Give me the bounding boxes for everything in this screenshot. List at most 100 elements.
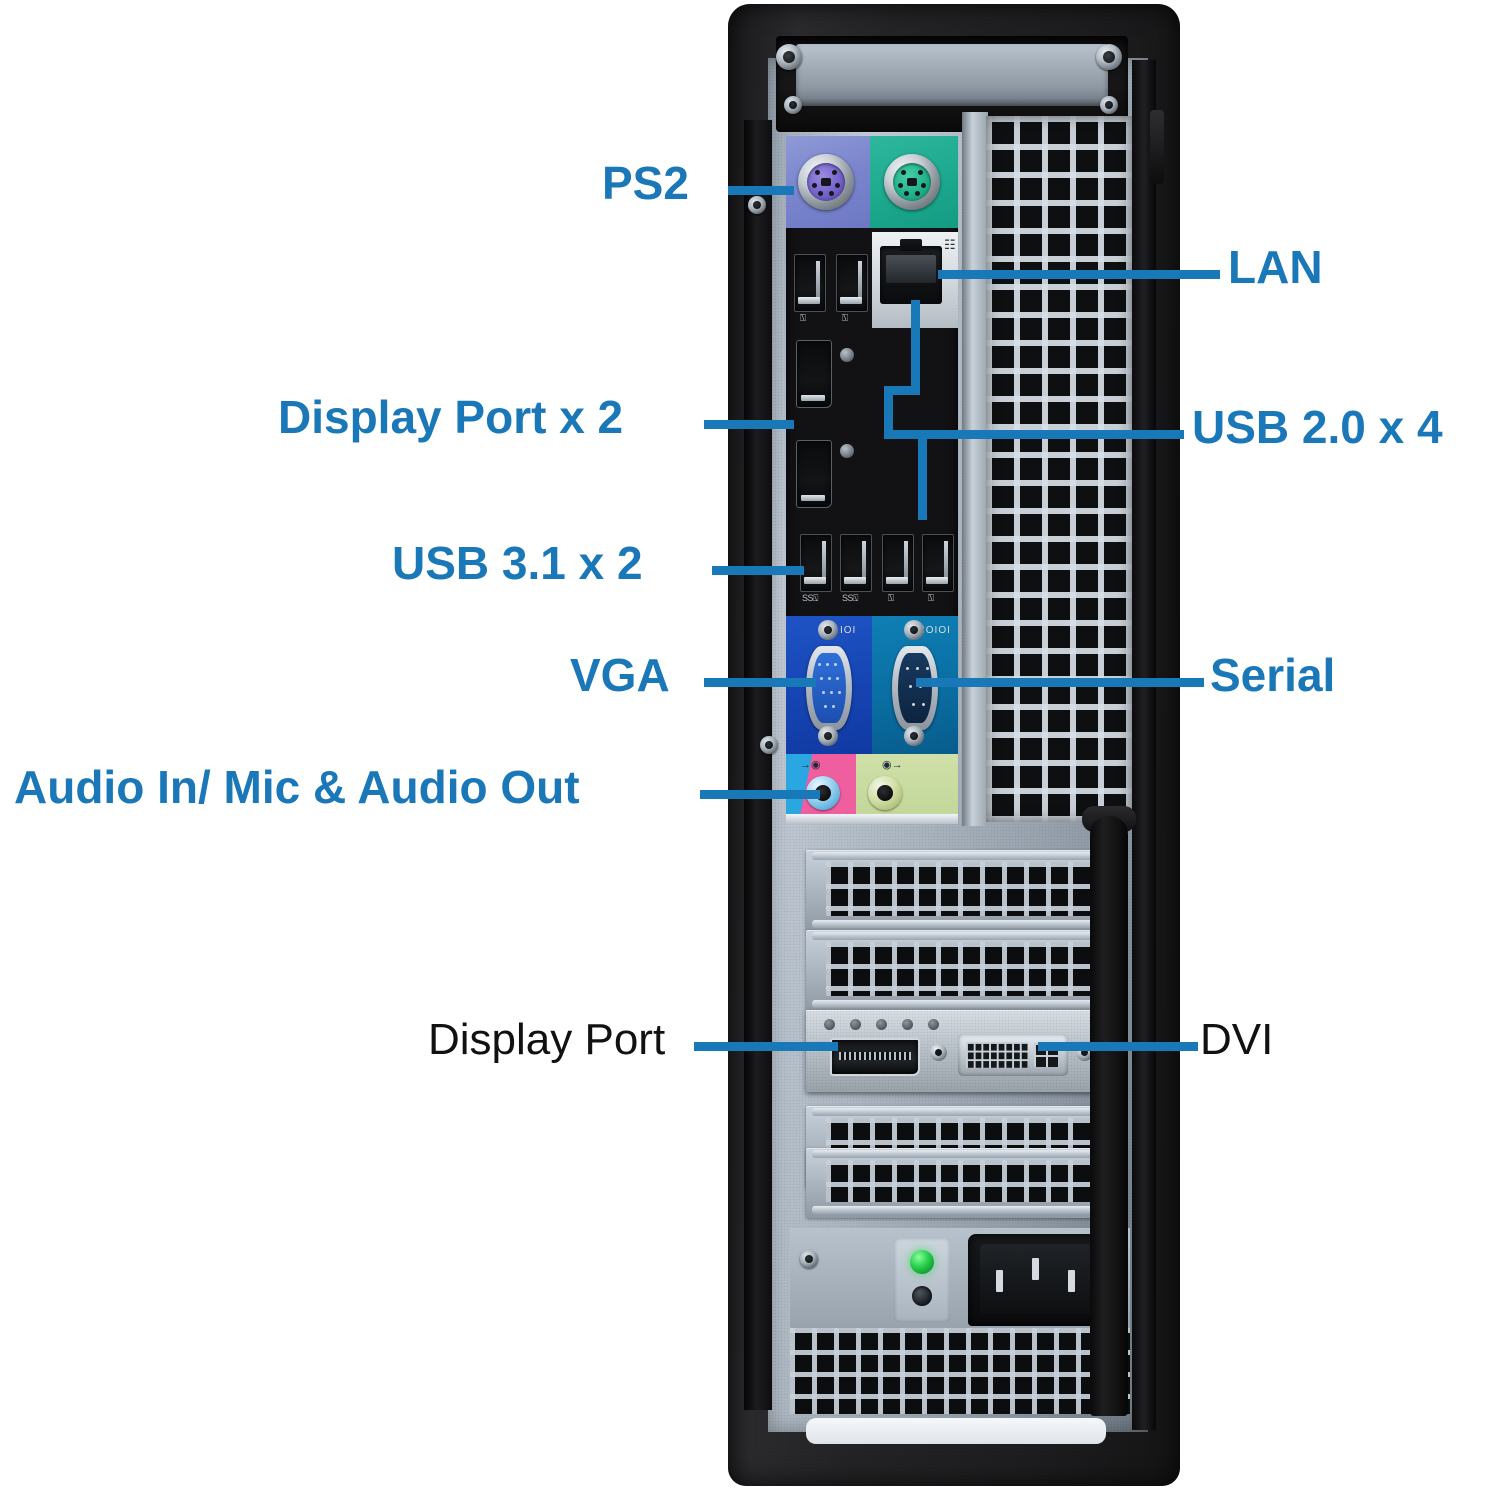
iec-cavity [980,1244,1092,1314]
usb-blade [858,261,862,301]
leader-line-displayport-x2 [704,420,794,429]
chassis-vent-mesh [986,116,1132,822]
usb-tongue [844,577,866,584]
psu-self-test-button[interactable] [912,1286,932,1306]
usb-icon: ⍂ [928,593,934,604]
chassis-service-label [806,1418,1106,1444]
chassis-side-notch [1150,110,1164,184]
network-icon: ☷ [944,237,956,252]
rj45-contacts [886,255,936,283]
serial-port-cavity [898,653,932,723]
usb-3-port[interactable] [800,534,832,592]
usb-2-port[interactable] [836,254,868,312]
superspeed-usb-icon: SS⍂ [802,593,818,603]
vga-screw-post [818,620,838,640]
ps2-keyway [821,178,831,186]
usb-3-port[interactable] [840,534,872,592]
usb-tongue [840,297,862,304]
expansion-slot-cover [806,930,1106,1012]
usb-tongue [926,577,948,584]
label-gpu-displayport: Display Port [428,1015,666,1064]
label-usb-2-0-x4: USB 2.0 x 4 [1192,401,1443,453]
serial-screw-post [904,620,924,640]
rj45-latch [900,239,922,251]
leader-line-usb20-branch-down [918,430,927,520]
psu-screw [800,1250,818,1268]
displayport-1[interactable] [796,340,832,408]
usb-tongue [798,297,820,304]
usb-icon: ⍂ [842,313,848,324]
displayport-screw [840,348,854,362]
leader-line-vga [704,678,816,687]
leader-line-ps2 [728,186,794,195]
vga-port-cavity [812,653,846,723]
label-displayport-x2: Display Port x 2 [278,391,624,443]
label-lan: LAN [1228,241,1323,293]
leader-line-usb20-branch-up [884,386,893,434]
usb-blade [862,541,866,581]
audio-in-icon: →◉ [800,759,821,771]
usb-blade [904,541,908,581]
leader-line-usb20-elbow-top [884,386,920,395]
serial-screw-post [904,726,924,746]
dvi-pin-grid [966,1042,1028,1068]
expansion-slot-cover [806,1148,1106,1218]
case-release-latch[interactable] [1090,816,1128,1416]
graphics-card-bracket [806,1010,1106,1092]
ps2-keyboard-port[interactable] [798,154,854,210]
leader-line-usb31 [712,566,804,575]
slot-vent [826,942,1090,996]
leader-line-dvi [1038,1042,1198,1051]
bracket-screw [930,1044,947,1061]
slot-vent [826,1160,1090,1202]
label-serial: Serial [1210,649,1336,701]
thumbscrew [776,44,802,70]
usb-tongue [804,577,826,584]
label-usb-3-1-x2: USB 3.1 x 2 [392,537,643,589]
vga-port[interactable] [806,646,852,730]
power-supply-unit [790,1228,1130,1414]
chassis-right-rail [1132,60,1156,1430]
usb-2-port[interactable] [794,254,826,312]
expansion-slot-cover [806,850,1106,932]
rj45-lan-port[interactable] [880,239,942,304]
leader-line-serial [916,678,1204,687]
gpu-displayport-connector[interactable] [830,1038,920,1076]
ps2-mouse-port[interactable] [884,154,940,210]
ps2-keyboard-core [807,163,845,201]
ps2-mouse-core [893,163,931,201]
chassis-left-rail [744,120,772,1410]
usb-2-port[interactable] [922,534,954,592]
label-vga: VGA [570,649,670,701]
leader-line-usb20-riser [911,300,920,392]
thumbscrew [1096,44,1122,70]
usb-icon: ⍂ [800,313,806,324]
usb-tongue [886,577,908,584]
displayport-2[interactable] [796,440,832,508]
io-shield-lip [786,814,958,824]
panel-screw [748,196,766,214]
gpu-dvi-connector[interactable] [958,1034,1068,1076]
leader-line-audio [700,790,820,799]
usb-2-port[interactable] [882,534,914,592]
panel-screw [1100,96,1118,114]
psu-status-led [910,1250,934,1274]
audio-out-jack[interactable] [868,776,902,810]
iec-power-inlet[interactable] [968,1234,1104,1326]
leader-line-lan [938,270,1220,279]
leader-line-gpu-displayport [694,1042,838,1051]
label-dvi: DVI [1200,1015,1274,1064]
leader-line-usb20-spine [884,430,1184,439]
chassis-handle-lip [796,44,1108,106]
audio-out-icon: ◉→ [882,759,903,771]
psu-control-cluster [894,1238,950,1322]
displayport-screw [840,444,854,458]
ps2-keyway [907,178,917,186]
label-ps2: PS2 [602,157,689,209]
serial-port[interactable] [892,646,938,730]
superspeed-usb-icon: SS⍂ [842,593,858,603]
panel-screw [760,736,778,754]
vga-screw-post [818,726,838,746]
slot-vent [826,862,1090,916]
